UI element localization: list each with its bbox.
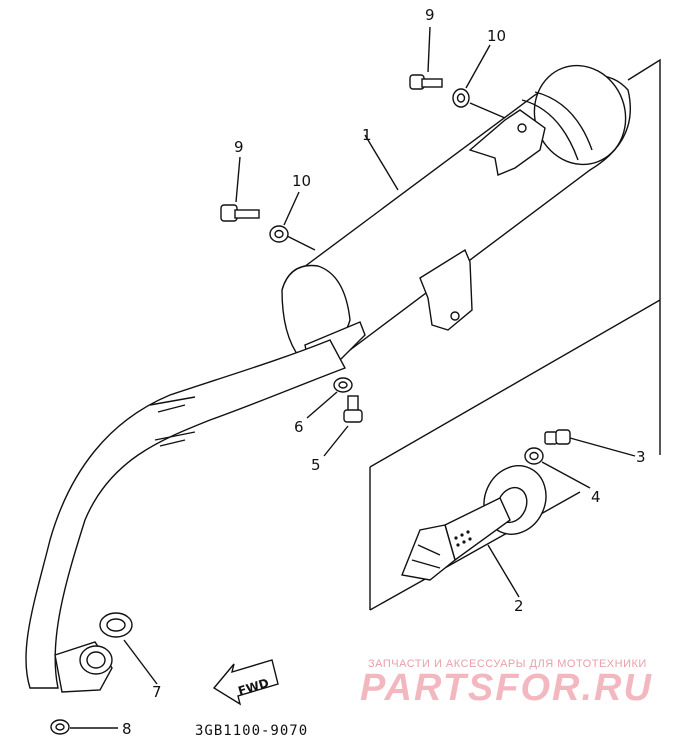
washer-4	[524, 447, 544, 465]
washer-10-upper	[452, 88, 470, 108]
muffler-frame-lines	[369, 58, 661, 611]
gasket-7	[99, 612, 133, 638]
fwd-arrow: FWD	[212, 659, 279, 706]
callout-10-lower: 10	[292, 172, 311, 190]
bolt-9-upper	[409, 74, 443, 90]
diagram-part-code: 3GB1100-9070	[195, 723, 308, 739]
bolt-5	[343, 395, 363, 423]
muffler	[281, 64, 632, 371]
callout-2: 2	[514, 597, 524, 615]
washer-10-lower	[269, 225, 289, 243]
callout-7: 7	[152, 683, 162, 701]
callouts: 1 2 3 4 5 6 7 8 9 10 9 10	[122, 6, 646, 738]
watermark: ЗАПЧАСТИ И АКСЕССУАРЫ ДЛЯ МОТОТЕХНИКИ PA…	[360, 658, 653, 709]
bolt-9-lower	[220, 204, 260, 222]
callout-9-lower: 9	[234, 138, 244, 156]
callout-10-upper: 10	[487, 27, 506, 45]
nut-8	[50, 719, 70, 735]
bolt-3	[544, 429, 571, 445]
washer-6	[333, 377, 353, 393]
callout-8: 8	[122, 720, 132, 738]
watermark-tagline: ЗАПЧАСТИ И АКСЕССУАРЫ ДЛЯ МОТОТЕХНИКИ	[368, 658, 647, 670]
callout-5: 5	[311, 456, 321, 474]
callout-9-upper: 9	[425, 6, 435, 24]
exhaust-pipe	[25, 339, 346, 693]
watermark-logo: PARTSFOR.RU	[360, 667, 653, 709]
callout-3: 3	[636, 448, 646, 466]
leader-lines	[70, 26, 636, 729]
callout-6: 6	[294, 418, 304, 436]
callout-1: 1	[362, 126, 372, 144]
spark-arrester	[401, 465, 547, 581]
callout-4: 4	[591, 488, 601, 506]
